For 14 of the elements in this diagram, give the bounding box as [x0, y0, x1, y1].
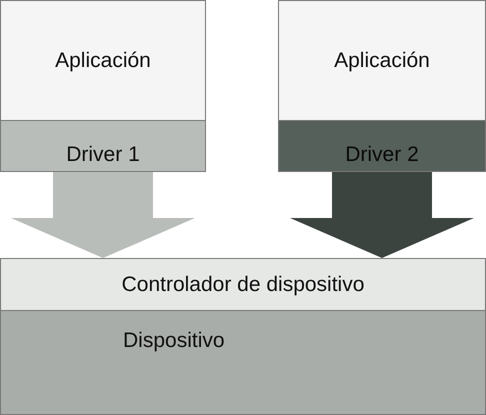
- driver-box: [0, 120, 206, 172]
- block-arrow: [290, 172, 474, 258]
- driver-box: [278, 120, 486, 172]
- application-box: [0, 0, 206, 121]
- application-box: [278, 0, 486, 121]
- box-label: Dispositivo: [123, 329, 225, 353]
- box-label: Aplicación: [55, 48, 151, 72]
- box-label: Controlador de dispositivo: [122, 272, 364, 296]
- block-arrow: [11, 172, 195, 258]
- box-label: Aplicación: [334, 48, 430, 72]
- device-box: [0, 310, 486, 415]
- box-label: Driver 1: [66, 143, 140, 167]
- box-label: Driver 2: [345, 143, 419, 167]
- controller-box: [0, 258, 486, 311]
